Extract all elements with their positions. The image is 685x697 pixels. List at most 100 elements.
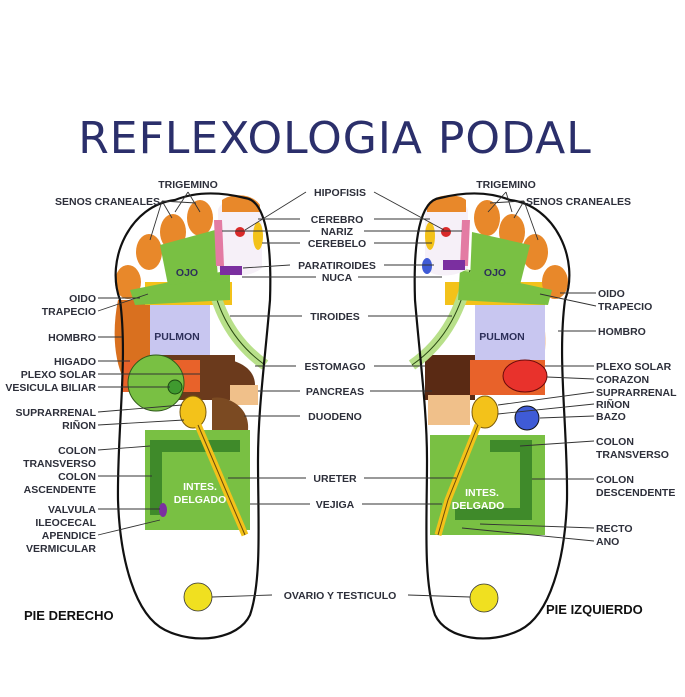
- ovario-dot-right: [183, 582, 213, 612]
- label-suprarrenal-right: SUPRARRENAL: [15, 407, 96, 419]
- ojo-zone-right: [160, 230, 218, 285]
- right-foot-labels: TRIGEMINO SENOS CRANEALES OIDO TRAPECIO …: [5, 179, 217, 555]
- line-senos-left: [489, 200, 539, 241]
- line-paratiroides: [242, 264, 434, 269]
- page-title: REFLEXOLOGIA PODAL: [78, 113, 592, 164]
- intes-label-left: INTES.: [465, 487, 499, 499]
- paratiroides-zone-left: [422, 258, 432, 274]
- label-plexo-right: PLEXO SOLAR: [21, 369, 97, 381]
- pulmon-label-left: PULMON: [479, 331, 525, 343]
- label-descendente-left: DESCENDENTE: [596, 487, 675, 499]
- corazon-left: [502, 359, 548, 393]
- cerebelo-zone-right: [253, 222, 263, 250]
- ureter-left-outline: [437, 424, 479, 536]
- toe4-right: [136, 234, 162, 270]
- label-hombro-right: HOMBRO: [48, 332, 96, 344]
- label-colon2-left: COLON: [596, 474, 634, 486]
- label-transverso-right: TRANSVERSO: [23, 458, 96, 470]
- line-trapecio-left: [539, 293, 597, 307]
- center-labels: HIPOFISIS CEREBRO NARIZ CEREBELO PARATIR…: [211, 187, 471, 602]
- label-vermicular-right: VERMICULAR: [26, 543, 96, 555]
- line-bazo-left: [539, 415, 595, 419]
- label-suprarrenal-left: SUPRARRENAL: [596, 387, 677, 399]
- ojo-label-left: OJO: [484, 267, 506, 279]
- label-pancreas: PANCREAS: [306, 386, 364, 398]
- cerebelo-zone-left: [425, 222, 435, 250]
- left-foot-title: PIE IZQUIERDO: [546, 602, 643, 617]
- label-cerebelo: CEREBELO: [308, 238, 366, 250]
- right-foot-title: PIE DERECHO: [24, 608, 114, 623]
- label-estomago: ESTOMAGO: [304, 361, 365, 373]
- line-hipofisis: [244, 191, 445, 231]
- label-nariz: NARIZ: [321, 226, 354, 238]
- label-cerebro: CEREBRO: [311, 214, 364, 226]
- label-colon-right: COLON: [58, 445, 96, 457]
- line-rinon-left: [497, 403, 595, 415]
- right-foot-outline: [114, 192, 272, 640]
- big-toe-right: [218, 199, 262, 276]
- toe4-left: [522, 234, 548, 270]
- label-trigemino-right: TRIGEMINO: [158, 179, 218, 191]
- line-colon-right: [97, 445, 151, 451]
- paratiroides-bar-left: [443, 260, 465, 270]
- label-duodeno: DUODENO: [308, 411, 362, 423]
- label-valvula-right: VALVULA: [48, 504, 96, 516]
- left-foot: [408, 192, 571, 640]
- toe2-right: [187, 200, 213, 236]
- label-plexo-left: PLEXO SOLAR: [596, 361, 672, 373]
- line-rinon-right: [97, 419, 185, 426]
- delgado-label-right: DELGADO: [174, 494, 227, 506]
- label-tiroides: TIROIDES: [310, 311, 360, 323]
- label-higado-right: HIGADO: [54, 356, 96, 368]
- line-apendice-right: [97, 519, 161, 536]
- big-toe-left: [425, 199, 468, 276]
- left-foot-zones: [408, 195, 568, 613]
- hipofisis-dot-left: [441, 227, 451, 237]
- label-recto-left: RECTO: [596, 523, 633, 535]
- line-suprarrenal-left: [497, 391, 595, 406]
- pancreas-zone-left: [428, 395, 470, 425]
- rinon-right: [179, 395, 207, 429]
- label-ovario: OVARIO Y TESTICULO: [284, 590, 397, 602]
- pancreas-zone-right: [230, 385, 258, 405]
- bazo-left: [514, 405, 540, 431]
- vesicula-small-right: [167, 379, 183, 395]
- label-trigemino-left: TRIGEMINO: [476, 179, 536, 191]
- right-foot: [114, 192, 272, 640]
- label-corazon-left: CORAZON: [596, 374, 649, 386]
- nariz-zone-right: [214, 220, 224, 266]
- colon-frame-left: [455, 440, 532, 520]
- hipofisis-dot-right: [235, 227, 245, 237]
- line-ano-left: [461, 527, 595, 542]
- ojo-label-right: OJO: [176, 267, 198, 279]
- line-colon-left: [519, 440, 595, 447]
- duodeno-zone-right: [212, 397, 249, 430]
- delgado-label-left: DELGADO: [452, 500, 505, 512]
- pulmon-zone-left: [475, 305, 545, 360]
- rinon-left: [471, 395, 499, 429]
- label-nuca: NUCA: [322, 272, 353, 284]
- pulmon-label-right: PULMON: [154, 331, 200, 343]
- line-corazon-left: [546, 376, 595, 380]
- left-foot-outline: [413, 192, 571, 640]
- label-senos-left: SENOS CRANEALES: [526, 196, 631, 208]
- label-colon2-right: COLON: [58, 471, 96, 483]
- paratiroides-zone-right: [220, 266, 242, 275]
- line-trapecio-right: [97, 293, 149, 312]
- line-recto-left: [479, 523, 595, 529]
- right-foot-zones: [114, 195, 269, 612]
- label-rinon-right: RIÑON: [62, 419, 96, 432]
- label-hombro-left: HOMBRO: [598, 326, 646, 338]
- label-colon-left: COLON: [596, 436, 634, 448]
- line-senos-right: [149, 200, 197, 241]
- label-ureter: URETER: [313, 473, 357, 485]
- label-transverso-left: TRANSVERSO: [596, 449, 669, 461]
- valvula-right: [159, 503, 167, 517]
- ojo-zone-left: [470, 232, 530, 285]
- label-ascendente-right: ASCENDENTE: [24, 484, 96, 496]
- line-suprarrenal-right: [97, 404, 183, 413]
- label-apendice-right: APENDICE: [42, 530, 96, 542]
- label-ano-left: ANO: [596, 536, 619, 548]
